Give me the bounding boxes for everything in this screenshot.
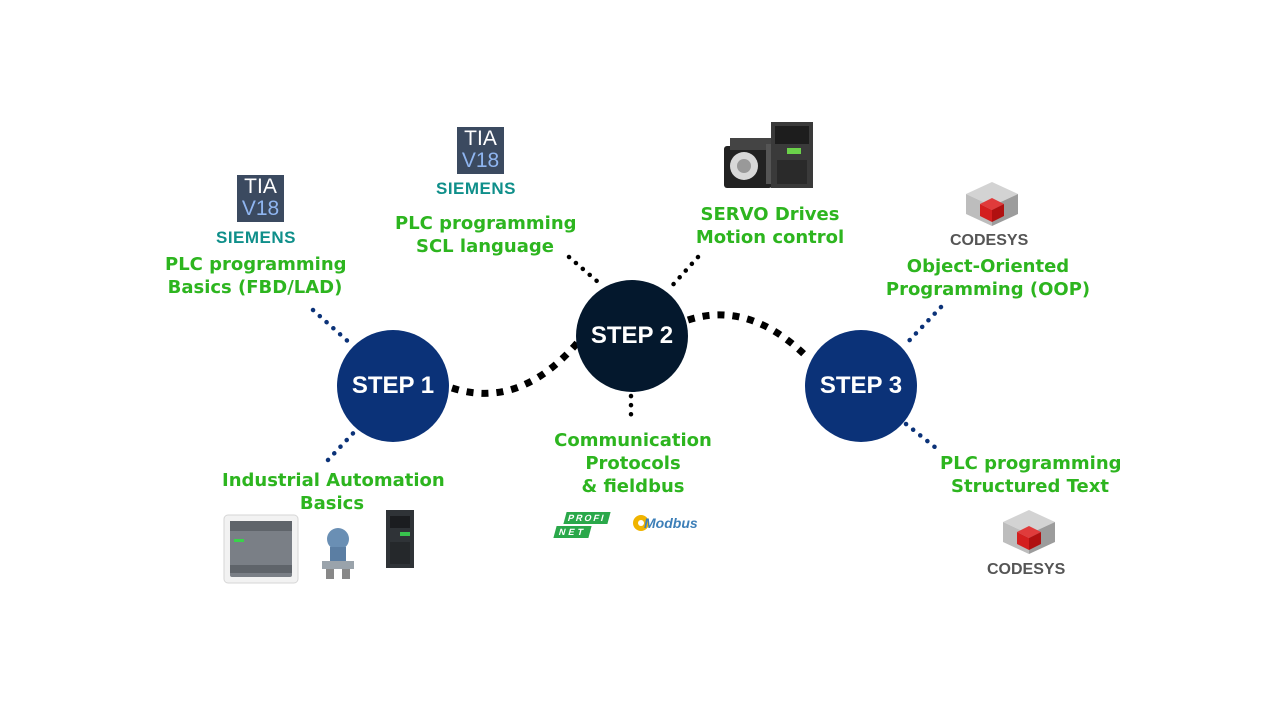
branch-automation [325,425,361,463]
branch-oop [902,304,944,348]
topic-automation: Industrial Automation Basics [222,470,445,514]
step-1-node: STEP 1 [337,330,449,442]
branch-scl [566,254,601,285]
topic-comm: Communication Protocols & fieldbus [554,430,712,497]
codesys-logo-text: CODESYS [950,232,1029,249]
branch-st [903,421,939,451]
inverter-icon [386,510,414,568]
profinet-logo-net: NET [553,526,592,538]
topic-plc-basics: PLC programming Basics (FBD/LAD) [165,254,347,298]
topic-oop: Object-Oriented Programming (OOP) [885,256,1091,300]
topic-scl: PLC programming SCL language [395,213,577,257]
step1-step2-connector [450,339,581,397]
branch-plc-basics [310,307,355,348]
topic-servo: SERVO Drives Motion control [695,204,845,248]
plc-icon [223,514,299,584]
modbus-logo: Modbus [630,510,710,538]
pressure-transmitter-icon [322,528,354,579]
profinet-logo-profi: PROFI [563,512,611,524]
modbus-gear-icon [633,515,649,531]
servo-drive-icon [771,122,813,188]
modbus-logo-text: Modbus [644,515,698,531]
siemens-logo: SIEMENS [436,179,517,198]
step-2-node: STEP 2 [576,280,688,392]
siemens-logo: SIEMENS [216,228,297,247]
codesys-logo-text: CODESYS [987,561,1066,578]
codesys-logo [966,182,1018,226]
step2-step3-connector [686,311,811,361]
branch-servo [667,254,701,291]
codesys-logo [1003,510,1055,554]
step-3-node: STEP 3 [805,330,917,442]
tia-portal-logo: TIA V18 [237,175,284,222]
profinet-logo: PROFI NET [553,512,623,540]
tia-portal-logo: TIA V18 [457,127,504,174]
topic-st: PLC programming Structured Text [940,453,1122,497]
